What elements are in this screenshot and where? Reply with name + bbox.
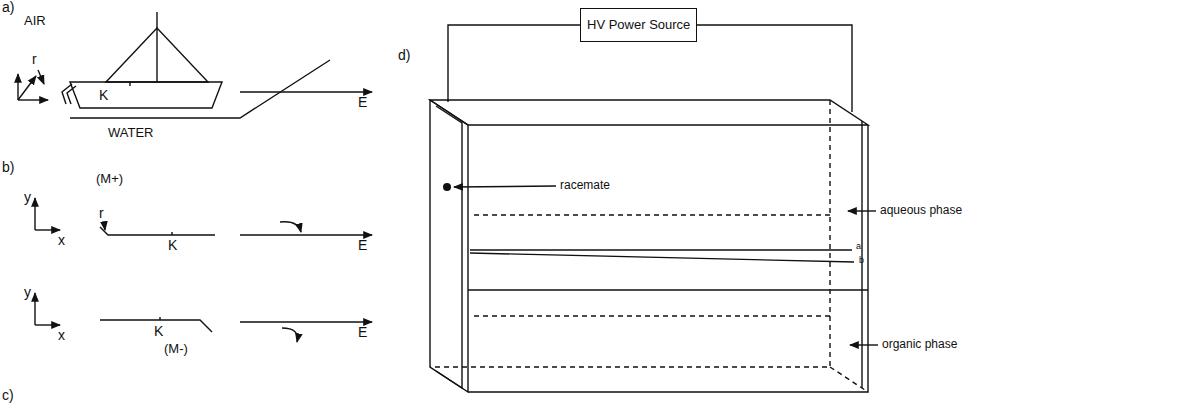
tick	[171, 232, 172, 235]
rudder	[62, 84, 76, 104]
field-arrow	[240, 234, 372, 235]
figure-label: AIR	[24, 14, 46, 28]
figure-label: E	[358, 238, 367, 253]
figure-label: d)	[398, 48, 410, 63]
figure-label: b	[859, 256, 864, 266]
figure-label: x	[58, 233, 65, 248]
field-arrow	[240, 321, 372, 322]
figure-label: a)	[2, 0, 14, 15]
boat-section	[100, 227, 215, 235]
wire	[448, 25, 580, 102]
figure-label: organic phase	[882, 338, 957, 351]
wire	[696, 25, 852, 112]
rotation-arrow	[282, 328, 297, 342]
axis	[34, 198, 35, 230]
axis	[34, 293, 35, 325]
rotation-arrow	[280, 222, 301, 232]
mast	[156, 12, 157, 82]
axis	[18, 99, 48, 100]
figure-label: aqueous phase	[880, 204, 962, 217]
figure-label: racemate	[560, 179, 610, 192]
box-text: HV Power Source	[587, 18, 690, 33]
leader	[104, 222, 105, 230]
figure-label: E	[358, 325, 367, 340]
figure-label: x	[58, 328, 65, 343]
figure-label: (M-)	[164, 342, 188, 356]
figure-label: E	[358, 95, 367, 110]
tick	[129, 82, 130, 86]
figure-label: K	[154, 324, 163, 339]
membrane-a	[470, 249, 852, 250]
figure-label: r	[99, 206, 104, 221]
phase-boundary	[474, 214, 830, 215]
axis	[35, 324, 60, 325]
phase-boundary	[468, 289, 868, 290]
hidden-edge	[430, 100, 868, 392]
figure-label: K	[168, 238, 177, 253]
electrode	[861, 121, 862, 388]
power-supply-box: HV Power Source	[580, 8, 697, 42]
figure-label: y	[24, 285, 31, 300]
figure-label: a	[856, 242, 861, 252]
leader	[38, 70, 44, 84]
tank-end	[430, 100, 468, 392]
figure-label: WATER	[108, 126, 154, 140]
electrode	[436, 106, 462, 388]
tank-front	[468, 125, 868, 392]
figure-label: (M+)	[96, 172, 123, 186]
hull	[70, 82, 222, 108]
tick	[159, 317, 160, 320]
figure-label: K	[99, 88, 108, 103]
axis	[35, 229, 60, 230]
leader	[850, 344, 878, 345]
axis	[17, 74, 18, 100]
water-line	[70, 60, 330, 118]
axis	[18, 76, 36, 100]
membrane-b	[470, 253, 854, 262]
injection-point	[443, 183, 451, 191]
leader	[848, 210, 876, 211]
field-arrow	[240, 91, 372, 92]
phase-boundary	[474, 315, 830, 316]
leader	[454, 186, 556, 187]
figure-label: c)	[2, 388, 14, 403]
figure-label: y	[24, 190, 31, 205]
tank-top	[430, 100, 868, 125]
figure-label: r	[32, 52, 37, 67]
figure-label: b)	[2, 160, 14, 175]
